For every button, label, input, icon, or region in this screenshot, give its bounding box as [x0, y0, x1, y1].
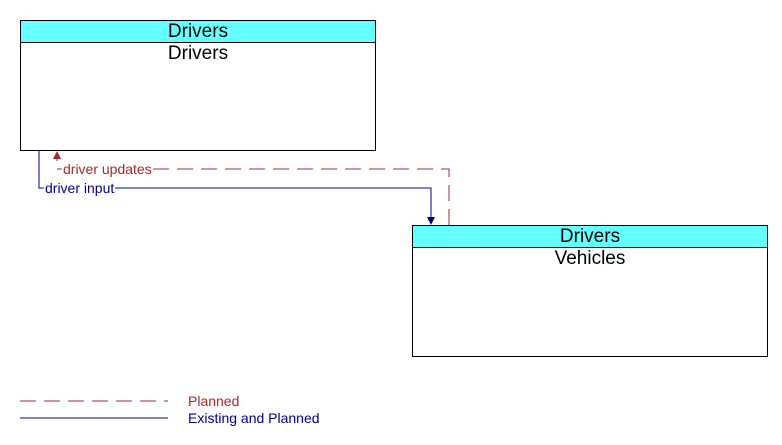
vehicles-node-header: Drivers	[413, 226, 767, 248]
driver-updates-arrowhead	[53, 151, 61, 159]
drivers-node[interactable]: Drivers Drivers	[20, 20, 376, 151]
driver-input-flow-line[interactable]	[38, 151, 432, 220]
driver-input-label[interactable]: driver input	[44, 180, 116, 196]
driver-input-arrowhead	[427, 217, 435, 225]
driver-updates-flow-line[interactable]	[56, 155, 450, 225]
vehicles-node-title: Vehicles	[554, 248, 626, 269]
vehicles-node[interactable]: Drivers Vehicles	[412, 225, 768, 357]
driver-updates-label[interactable]: driver updates	[62, 161, 153, 177]
legend-planned-label: Planned	[188, 393, 240, 409]
drivers-node-title: Drivers	[167, 43, 229, 64]
drivers-node-header: Drivers	[21, 21, 375, 43]
legend-existing-label: Existing and Planned	[188, 410, 320, 426]
